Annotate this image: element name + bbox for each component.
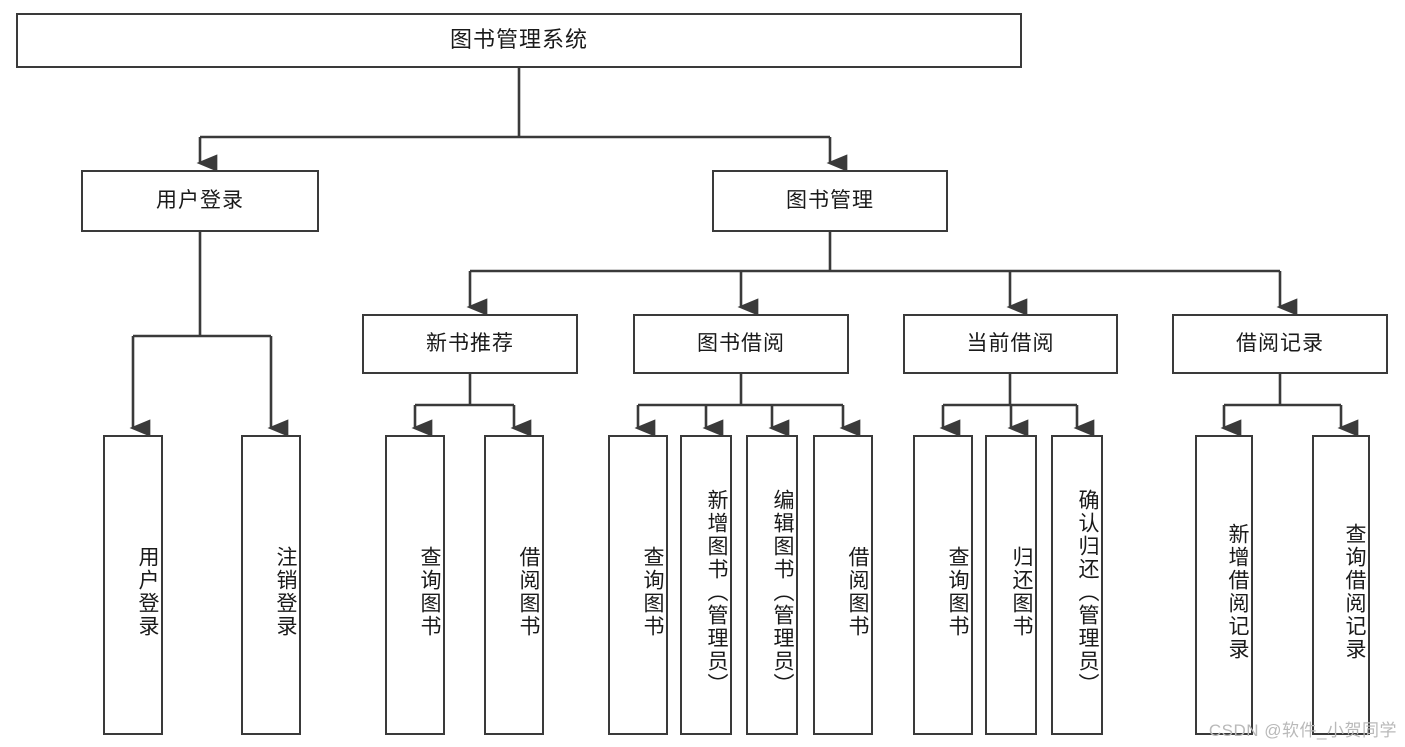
leaf-add-borrow-record[interactable]: 新增借阅记录 — [1195, 435, 1253, 735]
leaf-return-book[interactable]: 归还图书 — [985, 435, 1037, 735]
leaf-borrow-book-2[interactable]: 借阅图书 — [813, 435, 873, 735]
node-borrow-record[interactable]: 借阅记录 — [1172, 314, 1388, 374]
leaf-user-login[interactable]: 用户登录 — [103, 435, 163, 735]
leaf-query-book-3[interactable]: 查询图书 — [913, 435, 973, 735]
node-root[interactable]: 图书管理系统 — [16, 13, 1022, 68]
leaf-query-borrow-record[interactable]: 查询借阅记录 — [1312, 435, 1370, 735]
leaf-query-book-1[interactable]: 查询图书 — [385, 435, 445, 735]
leaf-logout[interactable]: 注销登录 — [241, 435, 301, 735]
node-book-manage[interactable]: 图书管理 — [712, 170, 948, 232]
leaf-confirm-return-admin[interactable]: 确认归还（管理员） — [1051, 435, 1103, 735]
watermark: CSDN @软件_小贺同学 — [1208, 721, 1397, 740]
leaf-query-book-2[interactable]: 查询图书 — [608, 435, 668, 735]
leaf-borrow-book-1[interactable]: 借阅图书 — [484, 435, 544, 735]
leaf-edit-book-admin[interactable]: 编辑图书（管理员） — [746, 435, 798, 735]
leaf-add-book-admin[interactable]: 新增图书（管理员） — [680, 435, 732, 735]
node-user-login[interactable]: 用户登录 — [81, 170, 319, 232]
node-book-borrow[interactable]: 图书借阅 — [633, 314, 849, 374]
node-new-book-recommend[interactable]: 新书推荐 — [362, 314, 578, 374]
node-current-borrow[interactable]: 当前借阅 — [903, 314, 1118, 374]
